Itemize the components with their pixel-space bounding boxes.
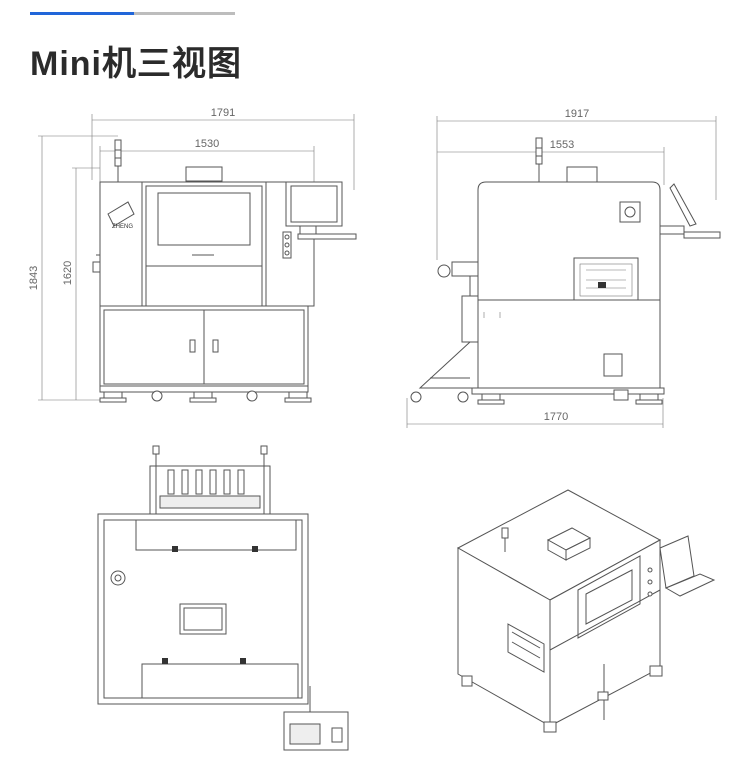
side-dim-body-width: 1553	[437, 139, 665, 185]
monitor	[285, 181, 357, 240]
door-handle-right	[212, 339, 219, 353]
front-body-width-label: 1530	[195, 138, 219, 150]
front-dim-overall-height: 1843	[28, 135, 118, 401]
front-overall-height-label: 1843	[28, 266, 40, 290]
side-lower-body	[477, 299, 661, 389]
front-dim-body-width: 1530	[99, 138, 315, 185]
door-handle-left	[189, 339, 196, 353]
side-body-width-label: 1553	[550, 139, 574, 151]
signal-tower	[114, 139, 122, 182]
header-rule	[30, 12, 235, 15]
front-overall-width-label: 1791	[211, 107, 235, 119]
side-overall-width-label: 1917	[565, 108, 589, 120]
top-control-box	[283, 686, 349, 751]
side-view: 1917 1553 1770	[406, 108, 721, 428]
brand-logo: ZHENG	[107, 201, 135, 230]
side-dim-base-length: 1770	[406, 398, 664, 428]
side-signal-tower	[535, 137, 543, 182]
side-mechanism-window	[573, 257, 639, 301]
front-body-height-label: 1620	[62, 261, 74, 285]
top-view	[97, 445, 349, 751]
side-base-length-label: 1770	[544, 411, 568, 423]
side-dim-overall-width: 1917	[436, 108, 717, 260]
front-view: 1791 1530 1843 1620	[28, 107, 357, 403]
side-reel-arm	[410, 261, 480, 403]
svg-text:ZHENG: ZHENG	[112, 224, 133, 230]
side-top-cap	[566, 166, 598, 183]
front-feet	[99, 390, 312, 403]
front-dim-overall-width: 1791	[91, 107, 355, 190]
top-feeder-bank	[149, 445, 271, 515]
front-dim-body-height: 1620	[62, 167, 100, 400]
isometric-view	[456, 489, 716, 733]
side-monitor	[659, 183, 721, 239]
header-rule-accent	[30, 12, 134, 15]
front-window	[157, 192, 251, 246]
top-vent-cap	[185, 166, 223, 182]
page-title: Mini机三视图	[30, 45, 242, 83]
